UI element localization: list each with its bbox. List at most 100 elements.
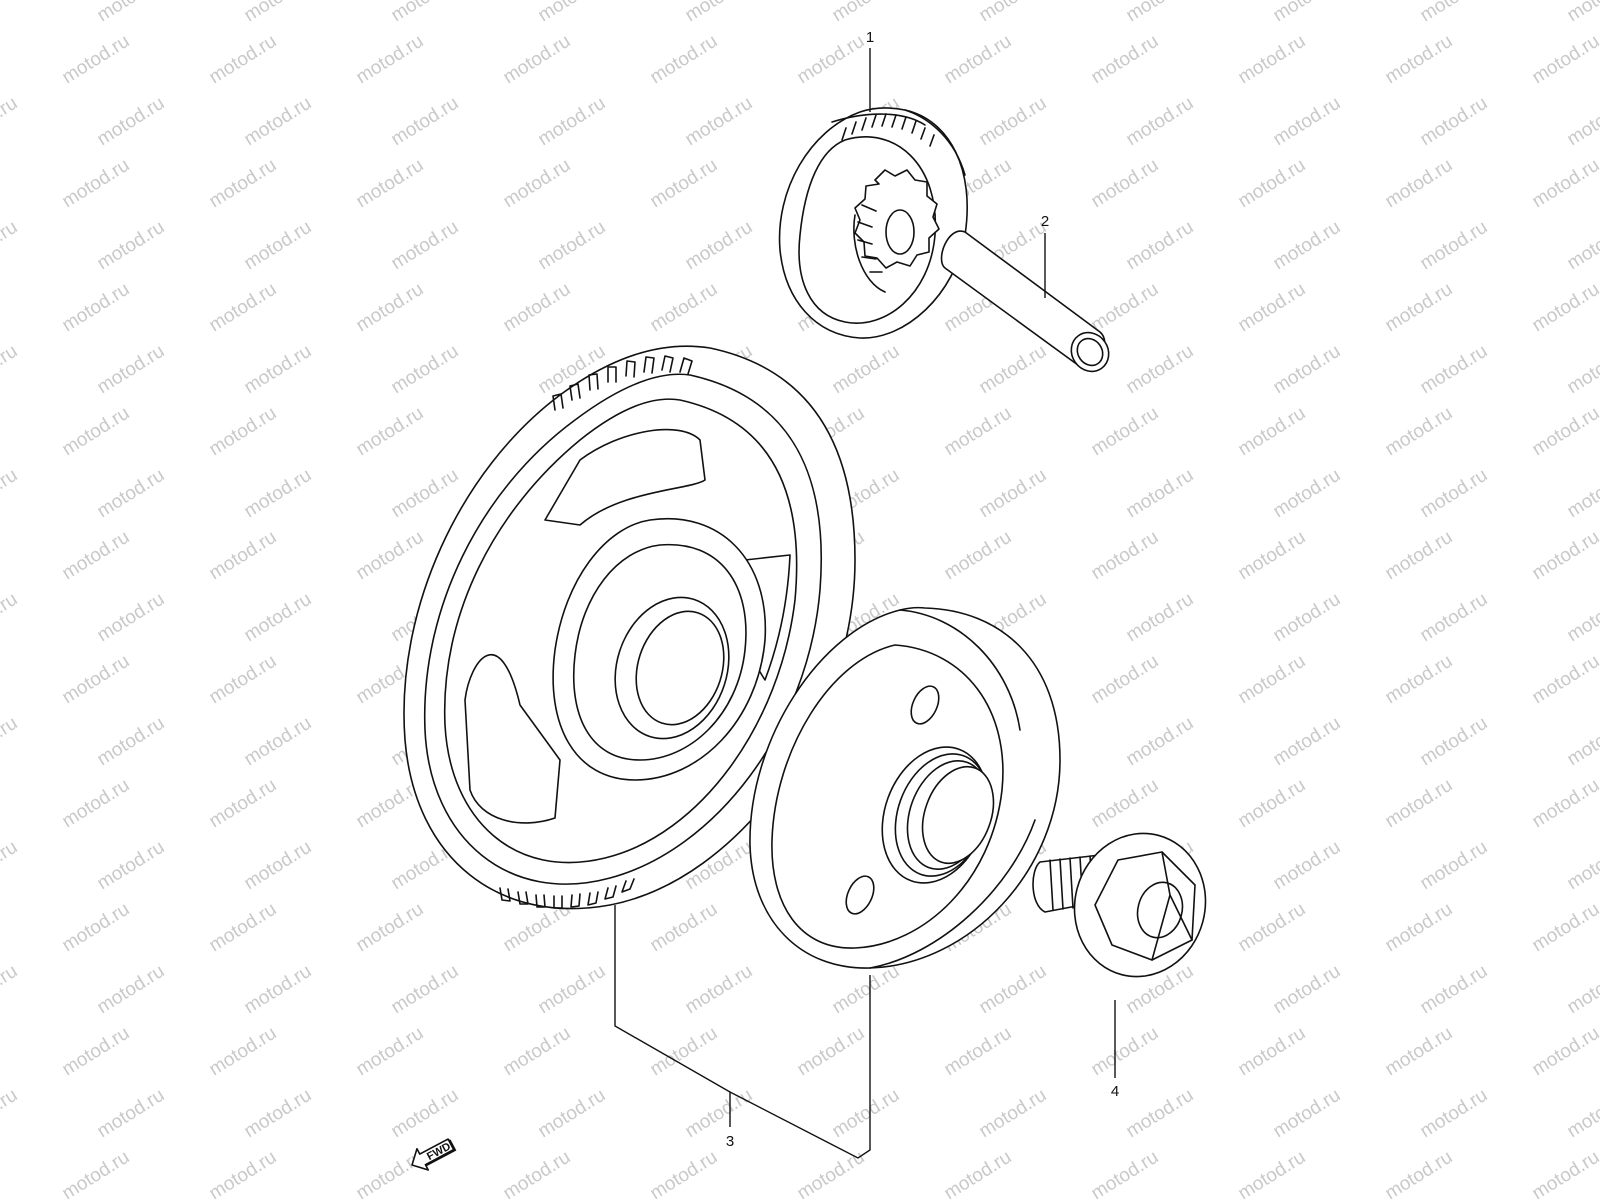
watermark-text: motod.ru <box>1382 775 1457 833</box>
watermark-text: motod.ru <box>1564 713 1600 771</box>
watermark-text: motod.ru <box>682 961 757 1019</box>
watermark-text: motod.ru <box>500 1023 575 1081</box>
watermark-text: motod.ru <box>1382 279 1457 337</box>
watermark-text: motod.ru <box>682 1085 757 1143</box>
watermark-text: motod.ru <box>1123 341 1198 399</box>
watermark-text: motod.ru <box>1529 31 1600 89</box>
watermark-text: motod.ru <box>59 403 134 461</box>
watermark-text: motod.ru <box>1564 0 1600 26</box>
watermark-text: motod.ru <box>976 93 1051 151</box>
watermark-text: motod.ru <box>1088 1023 1163 1081</box>
watermark-text: motod.ru <box>829 0 904 26</box>
watermark-text: motod.ru <box>976 465 1051 523</box>
watermark-text: motod.ru <box>1235 1023 1310 1081</box>
shaft-part[interactable] <box>940 230 1117 379</box>
idle-gear-part[interactable] <box>778 107 968 339</box>
watermark-text: motod.ru <box>1564 589 1600 647</box>
watermark-text: motod.ru <box>0 837 21 895</box>
watermark-text: motod.ru <box>1529 1023 1600 1081</box>
watermark-text: motod.ru <box>647 899 722 957</box>
watermark-text: motod.ru <box>500 155 575 213</box>
watermark-text: motod.ru <box>535 0 610 26</box>
watermark-text: motod.ru <box>1123 589 1198 647</box>
watermark-text: motod.ru <box>1417 713 1492 771</box>
watermark-text: motod.ru <box>1417 961 1492 1019</box>
watermark-text: motod.ru <box>388 1085 463 1143</box>
watermark-text: motod.ru <box>1382 155 1457 213</box>
watermark-text: motod.ru <box>94 93 169 151</box>
watermark-text: motod.ru <box>1270 465 1345 523</box>
watermark-text: motod.ru <box>1270 0 1345 26</box>
watermark-text: motod.ru <box>1270 341 1345 399</box>
watermark-text: motod.ru <box>1088 527 1163 585</box>
watermark-text: motod.ru <box>941 527 1016 585</box>
watermark-text: motod.ru <box>94 341 169 399</box>
watermark-text: motod.ru <box>0 93 21 151</box>
watermark-text: motod.ru <box>535 217 610 275</box>
watermark-text: motod.ru <box>1529 775 1600 833</box>
watermark-text: motod.ru <box>682 217 757 275</box>
watermark-text: motod.ru <box>500 1147 575 1200</box>
watermark-text: motod.ru <box>1564 217 1600 275</box>
watermark-text: motod.ru <box>1235 1147 1310 1200</box>
callout-3[interactable]: 3 <box>726 1133 734 1150</box>
watermark-text: motod.ru <box>1123 465 1198 523</box>
watermark-text: motod.ru <box>241 217 316 275</box>
watermark-text: motod.ru <box>1235 403 1310 461</box>
watermark-text: motod.ru <box>1123 1085 1198 1143</box>
watermark-text: motod.ru <box>1382 31 1457 89</box>
watermark-text: motod.ru <box>1529 899 1600 957</box>
watermark-text: motod.ru <box>0 589 21 647</box>
watermark-text: motod.ru <box>388 341 463 399</box>
watermark-text: motod.ru <box>647 31 722 89</box>
watermark-text: motod.ru <box>206 651 281 709</box>
watermark-text: motod.ru <box>647 155 722 213</box>
watermark-text: motod.ru <box>206 527 281 585</box>
watermark-text: motod.ru <box>1270 961 1345 1019</box>
watermark-text: motod.ru <box>94 1085 169 1143</box>
watermark-text: motod.ru <box>1529 279 1600 337</box>
watermark-text: motod.ru <box>1529 155 1600 213</box>
watermark-text: motod.ru <box>353 279 428 337</box>
watermark-text: motod.ru <box>59 279 134 337</box>
watermark-text: motod.ru <box>1235 279 1310 337</box>
watermark-text: motod.ru <box>500 279 575 337</box>
watermark-text: motod.ru <box>353 1023 428 1081</box>
watermark-text: motod.ru <box>59 1023 134 1081</box>
watermark-text: motod.ru <box>1088 31 1163 89</box>
watermark-text: motod.ru <box>59 775 134 833</box>
callout-2[interactable]: 2 <box>1041 213 1049 230</box>
watermark-text: motod.ru <box>941 31 1016 89</box>
watermark-text: motod.ru <box>241 589 316 647</box>
watermark-text: motod.ru <box>794 31 869 89</box>
watermark-text: motod.ru <box>1235 155 1310 213</box>
watermark-text: motod.ru <box>206 1147 281 1200</box>
watermark-text: motod.ru <box>941 1023 1016 1081</box>
watermark-text: motod.ru <box>241 1085 316 1143</box>
watermark-text: motod.ru <box>0 0 21 26</box>
watermark-text: motod.ru <box>0 713 21 771</box>
watermark-text: motod.ru <box>241 465 316 523</box>
watermark-text: motod.ru <box>1529 1147 1600 1200</box>
watermark-text: motod.ru <box>59 527 134 585</box>
watermark-text: motod.ru <box>1235 527 1310 585</box>
watermark-text: motod.ru <box>59 899 134 957</box>
one-way-clutch-part[interactable] <box>749 606 1061 969</box>
watermark-text: motod.ru <box>94 0 169 26</box>
watermark-text: motod.ru <box>94 961 169 1019</box>
watermark-text: motod.ru <box>94 713 169 771</box>
callout-1[interactable]: 1 <box>866 29 874 46</box>
watermark-text: motod.ru <box>1270 1085 1345 1143</box>
watermark-text: motod.ru <box>353 899 428 957</box>
watermark-text: motod.ru <box>388 217 463 275</box>
starter-clutch-gear-part[interactable] <box>403 345 856 910</box>
watermark-text: motod.ru <box>241 837 316 895</box>
watermark-text: motod.ru <box>1235 775 1310 833</box>
watermark-text: motod.ru <box>1417 837 1492 895</box>
watermark-text: motod.ru <box>535 93 610 151</box>
watermark-text: motod.ru <box>1382 1147 1457 1200</box>
watermark-text: motod.ru <box>829 961 904 1019</box>
callout-4[interactable]: 4 <box>1111 1083 1119 1100</box>
flange-bolt-part[interactable] <box>1032 819 1221 992</box>
watermark-text: motod.ru <box>1088 1147 1163 1200</box>
